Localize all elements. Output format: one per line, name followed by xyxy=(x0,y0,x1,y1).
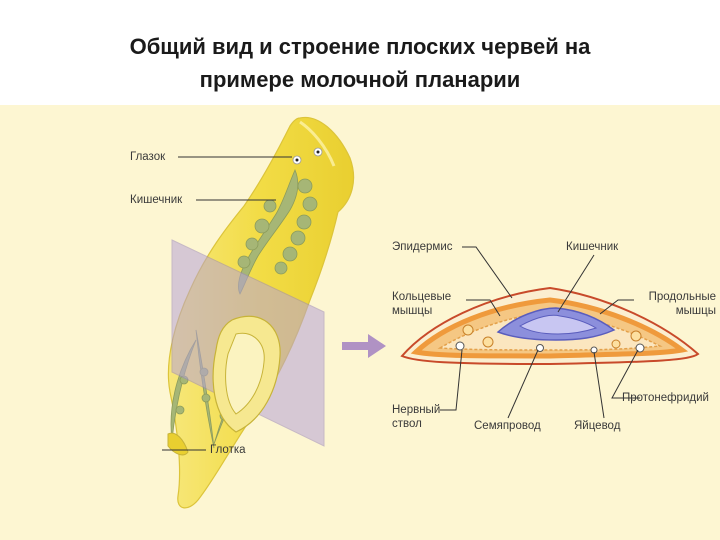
title-line-2: примере молочной планарии xyxy=(199,67,521,92)
label-vas-deferens: Семяпровод xyxy=(474,420,541,432)
label-intestine-left: Кишечник xyxy=(130,194,183,206)
label-longitudinal-muscles-line-1: Продольные xyxy=(648,291,716,303)
pharynx xyxy=(167,315,281,456)
label-pharynx: Глотка xyxy=(210,444,246,456)
label-circular-muscles-line-1: Кольцевые xyxy=(392,291,452,303)
label-nerve-cord-line-1: Нервный xyxy=(392,404,441,416)
label-nerve-cord-line-2: ствол xyxy=(392,418,422,430)
page-title: Общий вид и строение плоских червей на п… xyxy=(0,30,720,96)
label-epidermis: Эпидермис xyxy=(392,241,453,253)
label-circular-muscles-line-2: мышцы xyxy=(392,305,433,317)
label-eyespot: Глазок xyxy=(130,151,166,163)
label-longitudinal-muscles: Продольные мышцы xyxy=(632,290,716,318)
cross-section-leaders xyxy=(440,246,640,419)
section-arrow xyxy=(342,334,386,358)
label-longitudinal-muscles-line-2: мышцы xyxy=(675,305,716,317)
cross-section xyxy=(400,286,700,366)
label-protonephridia: Протонефридий xyxy=(622,392,709,404)
title-line-1: Общий вид и строение плоских червей на xyxy=(129,34,591,59)
label-nerve-cord: Нервный ствол xyxy=(392,403,440,431)
label-circular-muscles: Кольцевые мышцы xyxy=(392,290,451,318)
eyespots xyxy=(292,147,323,165)
label-oviduct: Яйцевод xyxy=(574,420,621,432)
label-intestine-right: Кишечник xyxy=(566,241,619,253)
